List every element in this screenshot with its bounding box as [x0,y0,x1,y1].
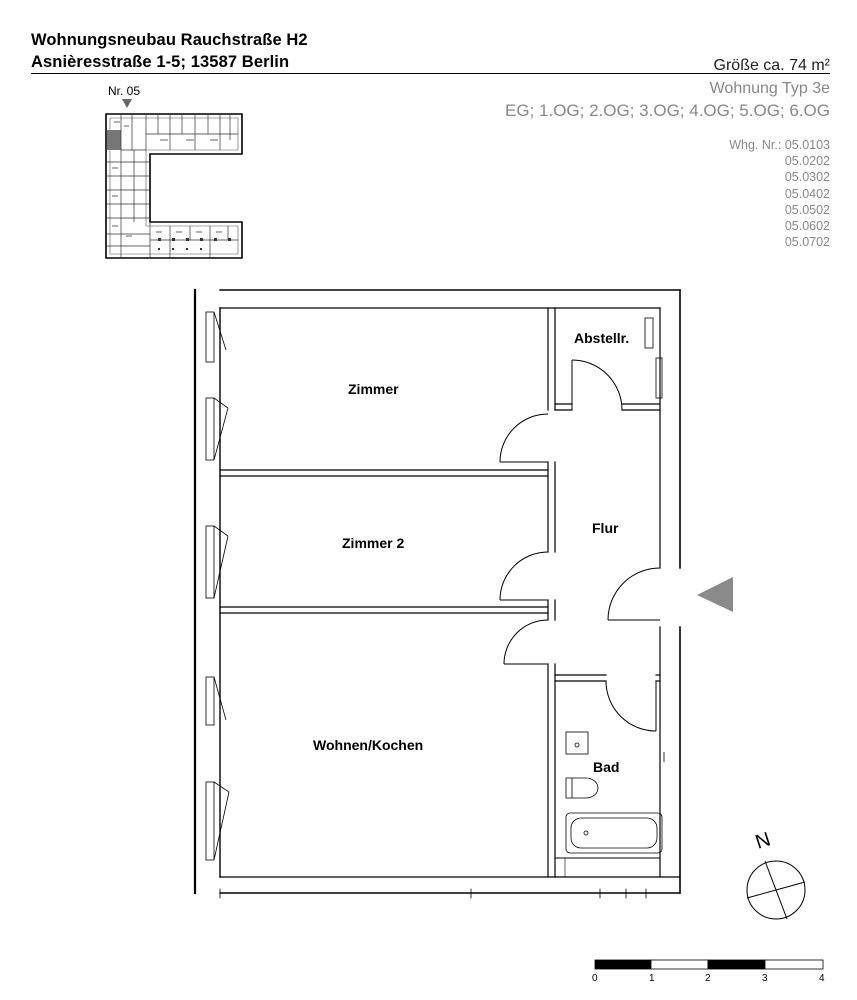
doors [499,359,661,732]
room-label-zimmer: Zimmer [348,381,399,397]
whg-number: 05.0502 [784,202,830,217]
project-address: Asnièresstraße 1-5; 13587 Berlin [31,53,290,71]
room-label-bad: Bad [593,759,620,775]
project-title: Wohnungsneubau Rauchstraße H2 [31,31,308,49]
room-label-wohnen: Wohnen/Kochen [313,737,424,753]
room-label-flur: Flur [592,520,619,536]
whg-label: Whg. Nr.: [729,138,782,152]
scale-tick-label: 3 [762,973,768,984]
whg-number: 05.0103 [784,138,830,152]
header-rule [31,73,830,74]
whg-number: 05.0402 [784,186,830,201]
bathroom-fixtures [565,731,665,854]
scale-bar [594,959,824,970]
whg-number: 05.0702 [784,235,830,250]
room-label-abstell: Abstellr. [574,330,630,346]
toilet-icon [565,777,599,799]
entrance-arrow-icon [697,577,733,612]
scale-tick-label: 0 [592,973,598,984]
apartment-type: Wohnung Typ 3e [709,80,830,97]
scale-tick-label: 1 [649,973,655,984]
apartment-size: Größe ca. 74 m² [713,57,830,74]
apartment-numbers: Whg. Nr.: 05.0103 05.0202 05.0302 05.040… [729,137,830,250]
washbasin-icon [565,731,589,755]
room-label-zimmer2: Zimmer 2 [342,535,405,551]
whg-number: 05.0602 [784,219,830,234]
windows [205,311,230,861]
whg-number: 05.0302 [784,170,830,185]
whg-number: 05.0202 [784,154,830,169]
bathtub-icon [565,812,663,854]
apartment-floors: EG; 1.OG; 2.OG; 3.OG; 4.OG; 5.OG; 6.OG [505,101,830,120]
north-arrow-icon [746,860,806,920]
scale-tick-label: 4 [819,973,825,984]
keyplan-label: Nr. 05 [108,84,141,98]
scale-tick-label: 2 [705,973,711,984]
